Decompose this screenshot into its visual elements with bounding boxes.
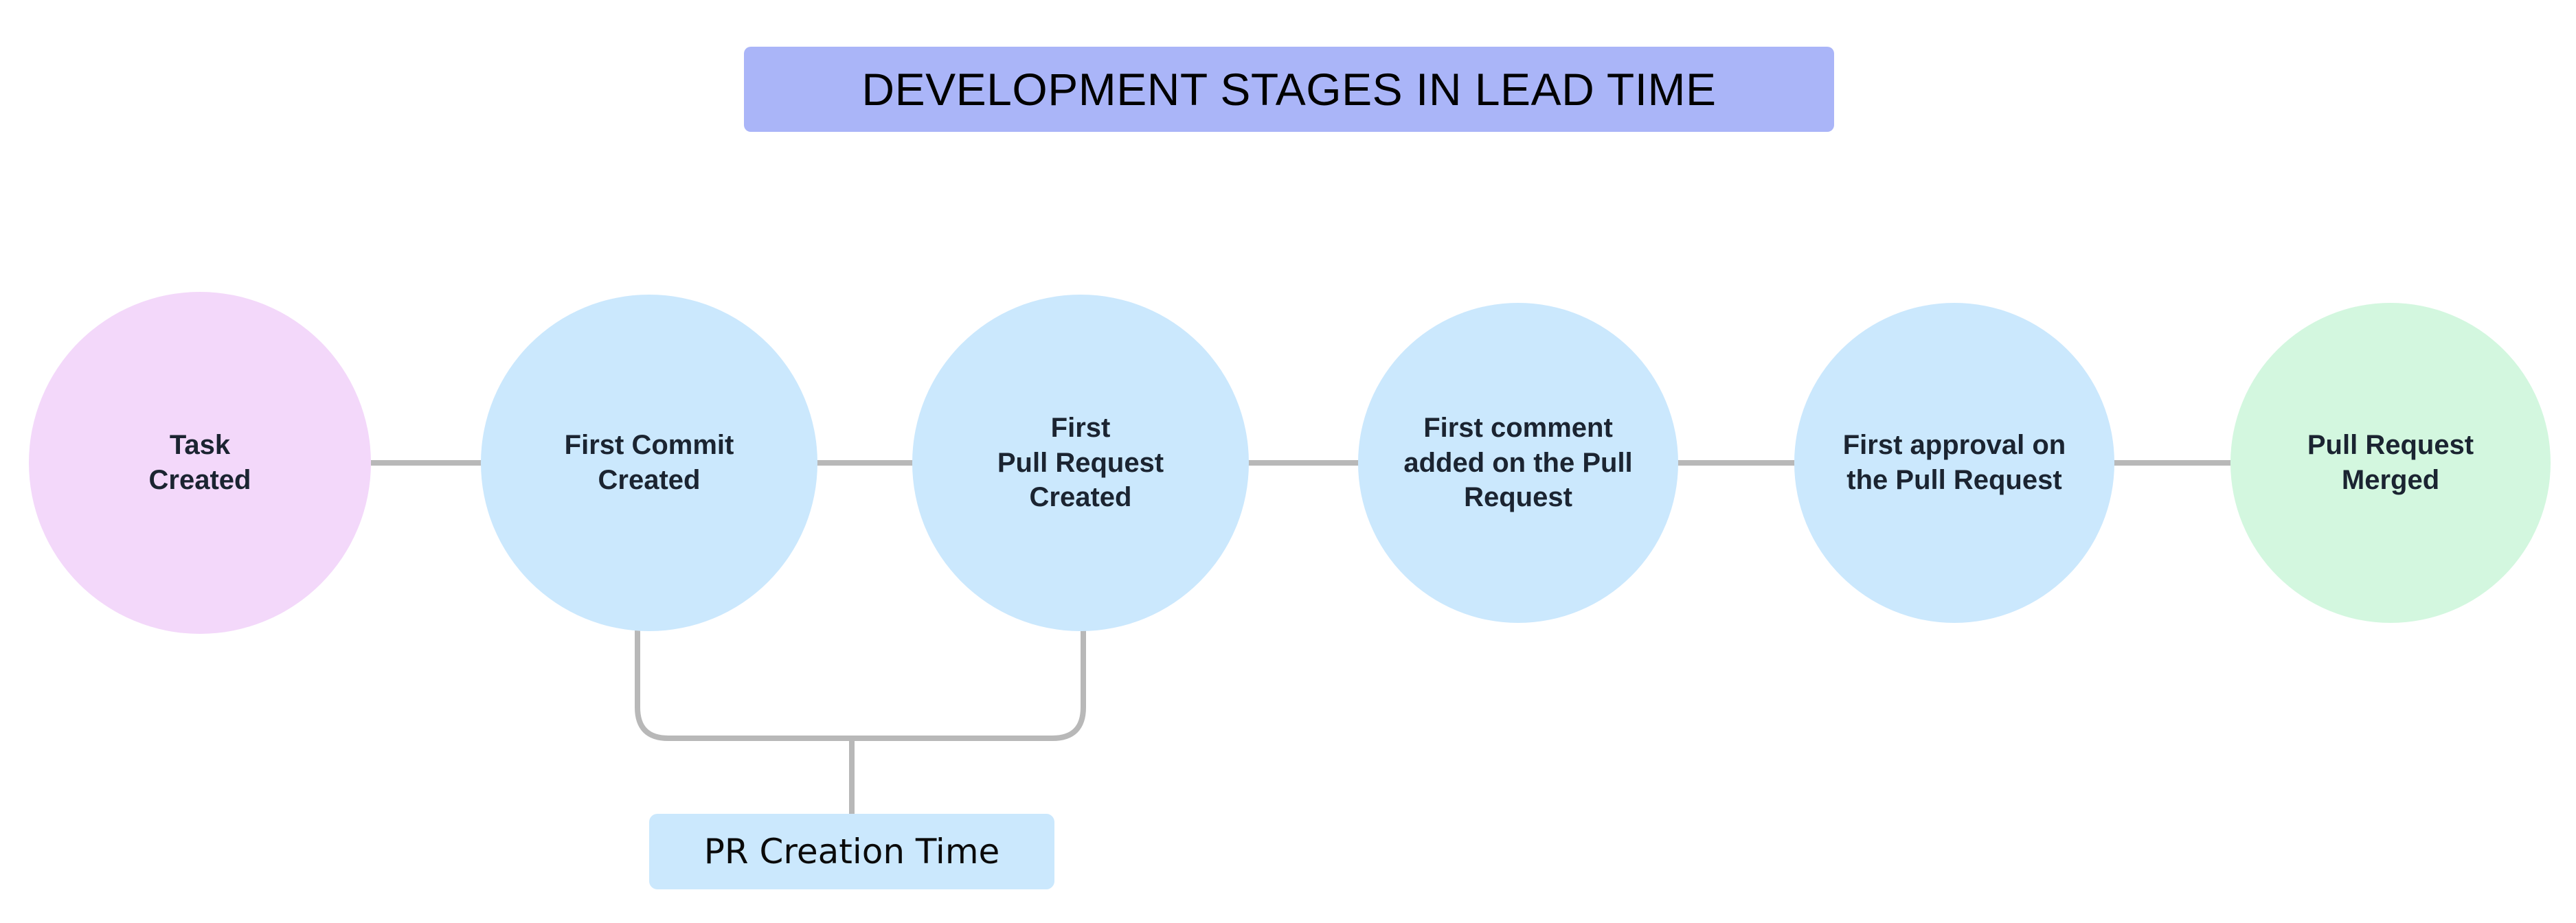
- annotation-pr-creation-time[interactable]: PR Creation Time: [649, 814, 1054, 889]
- stage-node-first-commit-created[interactable]: First Commit Created: [481, 295, 817, 631]
- stage-node-first-comment-on-pull-request[interactable]: First comment added on the Pull Request: [1358, 303, 1678, 623]
- diagram-title-banner: DEVELOPMENT STAGES IN LEAD TIME: [744, 47, 1834, 132]
- stage-label-task-created: Task Created: [148, 430, 251, 495]
- stage-node-first-approval-on-pull-request[interactable]: First approval on the Pull Request: [1794, 303, 2114, 623]
- bracket-left-arm: [635, 628, 852, 741]
- stage-label-first-approval-on-pull-request: First approval on the Pull Request: [1842, 430, 2066, 495]
- stage-label-first-commit-created: First Commit Created: [564, 430, 734, 495]
- stage-node-task-created[interactable]: Task Created: [29, 292, 371, 634]
- stage-node-first-pull-request-created[interactable]: First Pull Request Created: [912, 295, 1249, 631]
- bracket-right-arm: [852, 628, 1086, 741]
- annotation-label: PR Creation Time: [703, 832, 1000, 871]
- stage-node-pull-request-merged[interactable]: Pull Request Merged: [2230, 303, 2551, 623]
- stage-label-first-comment-on-pull-request: First comment added on the Pull Request: [1403, 412, 1633, 513]
- pr-creation-time-bracket: [635, 628, 1086, 816]
- stage-label-first-pull-request-created: First Pull Request Created: [997, 412, 1164, 513]
- page-title: DEVELOPMENT STAGES IN LEAD TIME: [861, 64, 1717, 115]
- stage-label-pull-request-merged: Pull Request Merged: [2307, 430, 2474, 495]
